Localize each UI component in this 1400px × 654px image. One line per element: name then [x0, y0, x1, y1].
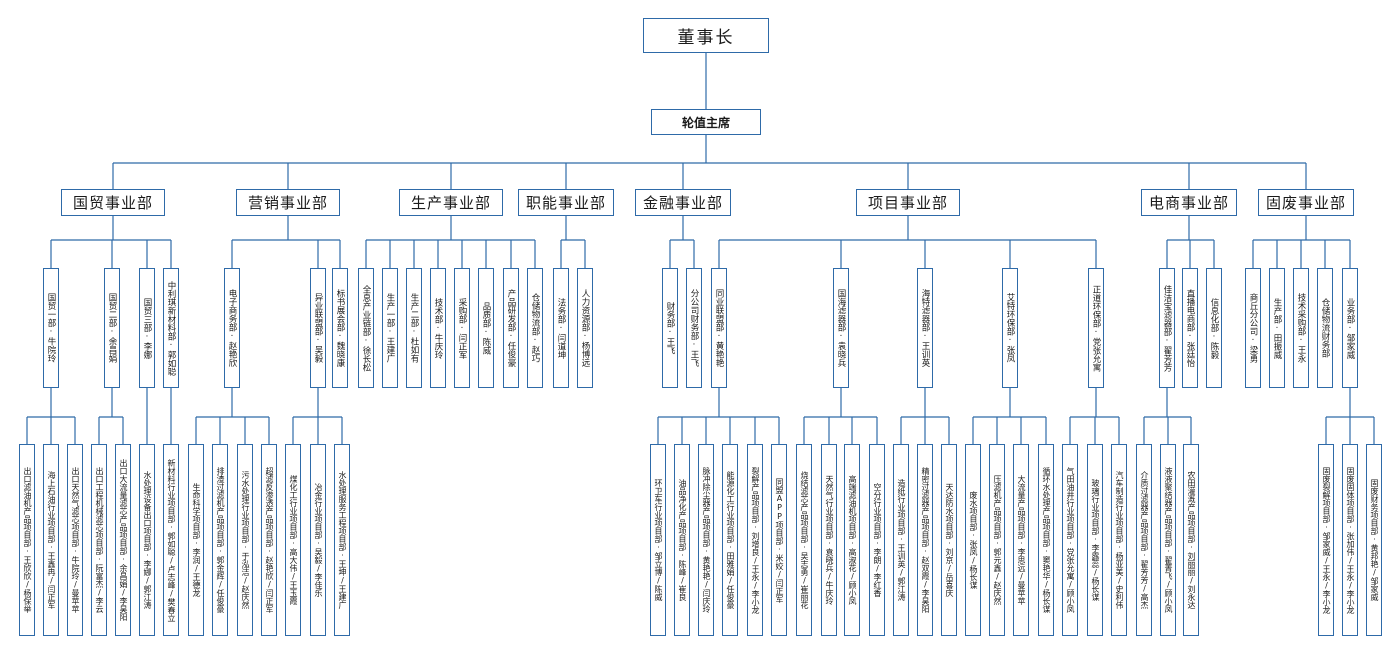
- project-node: 冶金行业项目部·吴毅/李佳乐: [310, 444, 326, 636]
- division-node: 职能事业部: [518, 189, 614, 216]
- department-node: 品质部·陈威: [478, 268, 494, 388]
- department-node: 采购部·闫正军: [454, 268, 470, 388]
- project-node: 煤化工行业项目部·高大伟/王玉霞: [285, 444, 301, 636]
- project-node: 循环水处理产品项目部·窦艳华/杨长谋: [1038, 444, 1054, 636]
- department-node: 标书展会部·魏晓康: [332, 268, 348, 388]
- project-node: 大流量产品项目部·李思远/曼苹苹: [1013, 444, 1029, 636]
- division-node: 固废事业部: [1258, 189, 1354, 216]
- project-node: 裂解产品项目部·刘增良/王永/李小龙: [747, 444, 763, 636]
- project-node: 油品净化产品项目部·陈峰/崔良: [674, 444, 690, 636]
- project-node: 空分行业项目部·李朗/李红香: [869, 444, 885, 636]
- division-node: 项目事业部: [856, 189, 960, 216]
- project-node: 环卫车行业项目部·邹立博/陈威: [650, 444, 666, 636]
- project-node: 气田油井行业项目部·党张允寓/顾小凤: [1062, 444, 1078, 636]
- department-node: 佳洁宝滤器部·翟芳芳: [1159, 268, 1175, 388]
- division-node: 生产事业部: [399, 189, 503, 216]
- project-node: 污水处理行业项目部·于泓洁/赵庆然: [237, 444, 253, 636]
- department-node: 业务部·邹家威: [1342, 268, 1358, 388]
- department-node: 艾特环保部·张凤: [1002, 268, 1018, 388]
- project-node: 超滤反渗透产品项目部·赵艳欣/闫正军: [261, 444, 277, 636]
- chair-node: 轮值主席: [651, 109, 761, 135]
- division-node: 国贸事业部: [61, 189, 165, 216]
- project-node: 液液聚结器产品项目部·翟菁飞/顾小凤: [1160, 444, 1176, 636]
- division-node: 金融事业部: [635, 189, 731, 216]
- department-node: 国贸三部·李娜: [139, 268, 155, 388]
- project-node: 农田灌溉产品项目部·刘丽丽/刘永达: [1183, 444, 1199, 636]
- department-node: 生产二部·杜如有: [406, 268, 422, 388]
- project-node: 排渣过滤机产品项目部·郭金辉/任俊豪: [212, 444, 228, 636]
- department-node: 电子商务部·赵艳欣: [224, 268, 240, 388]
- department-node: 法务部·闫道坤: [553, 268, 569, 388]
- project-node: 介质过滤器产品项目部·翟芳芳/高杰: [1136, 444, 1152, 636]
- department-node: 国贸二部·余昌娟: [104, 268, 120, 388]
- department-node: 国海滤器部·袁晓兵: [833, 268, 849, 388]
- department-node: 信息化部·陈毅: [1206, 268, 1222, 388]
- project-node: 固废固体项目部·张加伟/王永/李小龙: [1342, 444, 1358, 636]
- project-node: 天然气行业项目部·袁晓兵/牛庆玲: [821, 444, 837, 636]
- project-node: 水处理服务工程项目部·王坤/王建广: [334, 444, 350, 636]
- department-node: 商丘分公司·梁勇: [1245, 268, 1261, 388]
- project-node: 天达防水项目部·刘京/岳喜庆: [941, 444, 957, 636]
- project-node: 出口滤油机产品项目部·王欣欣/杨保举: [19, 444, 35, 636]
- project-node: 脉冲除尘器产品项目部·黄艳艳/闫庆玲: [698, 444, 714, 636]
- project-node: 高端滤油机项目部·高淑花/顾小凤: [844, 444, 860, 636]
- project-node: 海上石油行业项目部·王鑫冉/闫正军: [43, 444, 59, 636]
- department-node: 技术部·牛庆玲: [430, 268, 446, 388]
- project-node: 烧结滤芯产品项目部·吴志勇/崔丽花: [796, 444, 812, 636]
- project-node: 同盟APP项目部·米姣/闫正军: [771, 444, 787, 636]
- department-node: 财务部·王飞: [662, 268, 678, 388]
- department-node: 分公司财务部·王飞: [686, 268, 702, 388]
- project-node: 压滤机产品项目部·郭元鑫/赵庆然: [989, 444, 1005, 636]
- project-node: 精密过滤器产品项目部·赵双霞/李昊阳: [917, 444, 933, 636]
- project-node: 出口工程机械滤芯项目部·阮富杰/李云: [91, 444, 107, 636]
- project-node: 玻璃行业项目部·李露蕊/杨长谋: [1087, 444, 1103, 636]
- project-node: 出口天然气滤芯项目部·牛院玲/曼苹苹: [67, 444, 83, 636]
- root-node: 董事长: [643, 18, 769, 53]
- department-node: 中利琪新材料部·郭如聪: [163, 268, 179, 388]
- project-node: 固废裂解项目部·邹家威/王永/李小龙: [1318, 444, 1334, 636]
- department-node: 海特滤器部·王训英: [917, 268, 933, 388]
- department-node: 正道环保部·党张允寓: [1088, 268, 1104, 388]
- project-node: 造纸行业项目部·王训英/郭江涛: [893, 444, 909, 636]
- project-node: 固废财务项目部·黄邦艳/邹家威: [1366, 444, 1382, 636]
- project-node: 新材料行业项目部·郭如聪/卢志峰/樊春立: [163, 444, 179, 636]
- project-node: 水处理设备出口项目部·李娜/郭江涛: [139, 444, 155, 636]
- department-node: 生产一部·王建广: [382, 268, 398, 388]
- department-node: 人力资源部·杨博远: [577, 268, 593, 388]
- project-node: 汽车制造行业项目部·杨亚美/史利伟: [1111, 444, 1127, 636]
- division-node: 电商事业部: [1141, 189, 1237, 216]
- department-node: 仓储物流财务部: [1317, 268, 1333, 388]
- project-node: 出口大流量滤芯产品项目部·余昌娟/李昊阳: [115, 444, 131, 636]
- department-node: 异业联盟部·吴毅: [310, 268, 326, 388]
- department-node: 仓储物流部·赵巧: [527, 268, 543, 388]
- department-node: 同业联盟部·黄艳艳: [711, 268, 727, 388]
- department-node: 生产部·田振威: [1269, 268, 1285, 388]
- project-node: 废水项目部·张凤/杨长谋: [965, 444, 981, 636]
- department-node: 直播电商部·张廷怡: [1182, 268, 1198, 388]
- department-node: 产品研发部·任俊豪: [503, 268, 519, 388]
- project-node: 能源化工行业项目部·田雅娟/任俊豪: [722, 444, 738, 636]
- department-node: 技术采购部·王永: [1293, 268, 1309, 388]
- project-node: 生命科学项目部·李润/王德龙: [188, 444, 204, 636]
- division-node: 营销事业部: [236, 189, 340, 216]
- department-node: 国贸一部·牛院玲: [43, 268, 59, 388]
- department-node: 全息产业链部·徐长松: [358, 268, 374, 388]
